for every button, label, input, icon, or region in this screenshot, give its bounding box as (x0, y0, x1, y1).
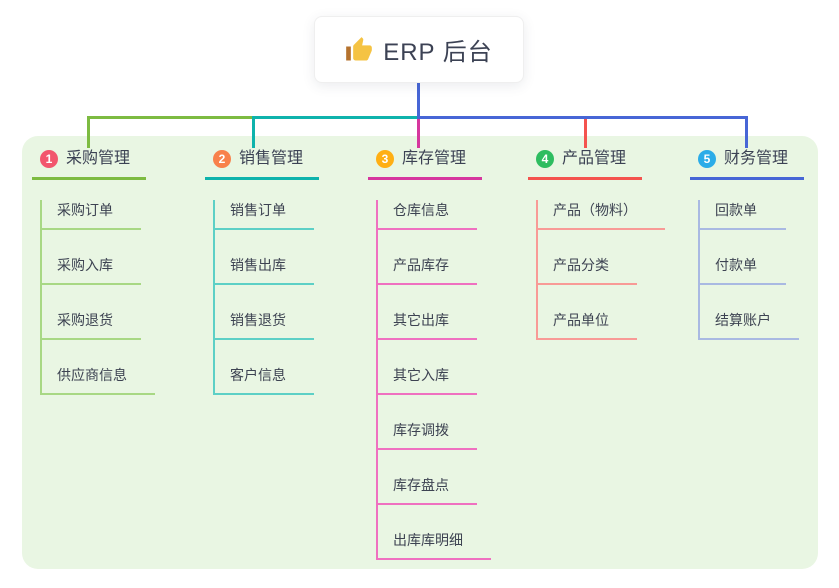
branch-number-badge: 4 (536, 150, 554, 168)
thumbs-up-icon (345, 36, 373, 64)
branch-label: 库存管理 (402, 150, 467, 167)
mindmap-node[interactable]: 产品分类 (538, 255, 637, 285)
mindmap-node[interactable]: 库存调拨 (378, 420, 477, 450)
connector-horizontal-branch-1 (87, 116, 253, 119)
mindmap-node[interactable]: 客户信息 (215, 365, 314, 395)
connector-root-trunk (417, 83, 420, 117)
mindmap-node[interactable]: 产品库存 (378, 255, 477, 285)
mindmap-node[interactable]: 回款单 (700, 200, 786, 230)
mindmap-node[interactable]: 产品（物料） (538, 200, 665, 230)
mindmap-node[interactable]: 库存盘点 (378, 475, 477, 505)
connector-drop-branch-4 (584, 119, 587, 148)
mindmap-node[interactable]: 其它入库 (378, 365, 477, 395)
mindmap-node[interactable]: 其它出库 (378, 310, 477, 340)
branch-items: 产品（物料） 产品分类 产品单位 (536, 200, 665, 340)
mindmap-node[interactable]: 出库库明细 (378, 530, 491, 560)
connector-horizontal-branch-5 (417, 116, 748, 119)
branch-inventory: 3 库存管理 仓库信息 产品库存 其它出库 其它入库 库存调拨 库存盘点 出库库… (368, 148, 491, 560)
root-label: ERP 后台 (383, 39, 493, 66)
connector-drop-branch-3 (417, 119, 420, 148)
branch-items: 采购订单 采购入库 采购退货 供应商信息 (40, 200, 155, 395)
branch-number-badge: 3 (376, 150, 394, 168)
connector-drop-branch-1 (87, 116, 90, 148)
mindmap-node[interactable]: 采购退货 (42, 310, 141, 340)
branch-product: 4 产品管理 产品（物料） 产品分类 产品单位 (528, 148, 665, 340)
branch-number-badge: 5 (698, 150, 716, 168)
branch-number-badge: 2 (213, 150, 231, 168)
mindmap-node[interactable]: 采购订单 (42, 200, 141, 230)
branch-header[interactable]: 3 库存管理 (368, 148, 483, 180)
branch-items: 销售订单 销售出库 销售退货 客户信息 (213, 200, 314, 395)
branch-finance: 5 财务管理 回款单 付款单 结算账户 (690, 148, 805, 340)
branch-sales: 2 销售管理 销售订单 销售出库 销售退货 客户信息 (205, 148, 320, 395)
branch-label: 采购管理 (66, 150, 131, 167)
branch-header[interactable]: 4 产品管理 (528, 148, 643, 180)
mindmap-node[interactable]: 结算账户 (700, 310, 799, 340)
mindmap-node[interactable]: 销售订单 (215, 200, 314, 230)
branch-header[interactable]: 5 财务管理 (690, 148, 805, 180)
branch-label: 财务管理 (724, 150, 789, 167)
mindmap-node[interactable]: 采购入库 (42, 255, 141, 285)
mindmap-node[interactable]: 供应商信息 (42, 365, 155, 395)
connector-drop-branch-5 (745, 116, 748, 148)
branch-number-badge: 1 (40, 150, 58, 168)
mindmap-canvas (22, 136, 818, 569)
mindmap-node[interactable]: 销售退货 (215, 310, 314, 340)
branch-header[interactable]: 2 销售管理 (205, 148, 320, 180)
branch-items: 回款单 付款单 结算账户 (698, 200, 799, 340)
mindmap-node[interactable]: 付款单 (700, 255, 786, 285)
root-node[interactable]: ERP 后台 (314, 16, 524, 83)
mindmap-node[interactable]: 销售出库 (215, 255, 314, 285)
mindmap-node[interactable]: 仓库信息 (378, 200, 477, 230)
branch-purchase: 1 采购管理 采购订单 采购入库 采购退货 供应商信息 (32, 148, 155, 395)
branch-label: 产品管理 (562, 150, 627, 167)
connector-horizontal-branch-2 (253, 116, 418, 119)
connector-drop-branch-2 (252, 116, 255, 148)
branch-label: 销售管理 (239, 150, 304, 167)
branch-header[interactable]: 1 采购管理 (32, 148, 147, 180)
branch-items: 仓库信息 产品库存 其它出库 其它入库 库存调拨 库存盘点 出库库明细 (376, 200, 491, 560)
mindmap-node[interactable]: 产品单位 (538, 310, 637, 340)
